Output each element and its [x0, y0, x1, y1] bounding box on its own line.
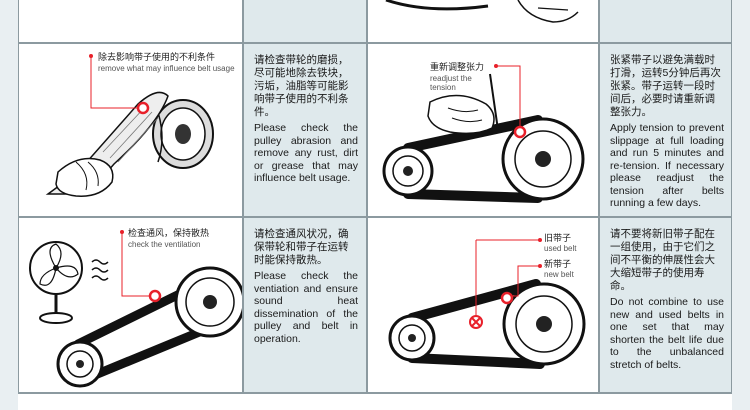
old-and-new-belt-icon — [388, 238, 586, 369]
row2-left-text-cn: 请检查通风状况，确保带轮和带子在运转时能保持散热。 — [254, 228, 349, 266]
row1-right-text-panel: 张紧带子以避免满载时打滑，运转5分钟后再次张紧。带子运转一段时间后，必要时请重新… — [600, 44, 732, 216]
top-strip-right-text — [600, 0, 732, 42]
row1-right-image: 重新调整张力 readjust the tension — [368, 44, 598, 216]
row2-right-callout2-cn: 新带子 — [544, 259, 572, 269]
row1-right-text-en: Apply tension to prevent slippage at ful… — [610, 122, 724, 209]
row1-left-text-panel: 请检查带轮的磨损，尽可能地除去铁块，污垢，油脂等可能影响带子使用的不利条件。 P… — [244, 44, 366, 216]
fan-ventilating-belt-drive-icon — [29, 230, 246, 388]
row1-left-callout-en: remove what may influence belt usage — [98, 64, 235, 73]
row2-right-image: 旧带子 used belt 新带子 new belt — [368, 218, 598, 392]
row1-left-callout-cn: 除去影响带子使用的不利条件 — [98, 52, 216, 62]
divider-v-3 — [598, 0, 600, 394]
row2-left-callout-cn: 检查通风，保持散热 — [128, 228, 210, 238]
hand-pulley-fragment-icon — [385, 0, 579, 23]
row1-left-image: 除去影响带子使用的不利条件 remove what may influence … — [18, 44, 242, 216]
row1-right-callout-cn: 重新调整张力 — [430, 62, 485, 72]
row2-right-text-panel: 请不要将新旧带子配在一组使用，由于它们之间不平衡的伸展性会大大缩短带子的使用寿命… — [600, 218, 732, 392]
row1-left-text-en: Please check the pulley abrasion and rem… — [254, 122, 358, 184]
row1-right-callout-en: readjust the tension — [430, 74, 472, 92]
row2-left-callout-en: check the ventilation — [128, 240, 201, 249]
divider-h-middle — [18, 216, 732, 218]
row2-right-callout2-en: new belt — [544, 270, 574, 279]
row2-right-callout1-cn: 旧带子 — [544, 233, 572, 243]
row2-left-text-en: Please check the ventiation and ensure s… — [254, 270, 358, 345]
hand-checking-belt-tension-icon — [382, 64, 585, 203]
row2-left-text-panel: 请检查通风状况，确保带轮和带子在运转时能保持散热。 Please check t… — [244, 218, 366, 392]
divider-h-bottom — [18, 392, 732, 394]
divider-v-2 — [366, 0, 368, 394]
row1-right-text-cn: 张紧带子以避免满载时打滑，运转5分钟后再次张紧。带子运转一段时间后，必要时请重新… — [610, 54, 721, 118]
top-strip-right-image — [368, 0, 598, 42]
row2-right-text-en: Do not combine to use new and used belts… — [610, 296, 724, 371]
maintenance-sheet: 除去影响带子使用的不利条件 remove what may influence … — [18, 0, 732, 410]
top-strip-left-text — [244, 0, 366, 42]
divider-v-right-edge — [731, 0, 732, 394]
top-strip-left-image — [18, 0, 242, 42]
row1-left-text-cn: 请检查带轮的磨损，尽可能地除去铁块，污垢，油脂等可能影响带子使用的不利条件。 — [254, 54, 349, 118]
row2-right-text-cn: 请不要将新旧带子配在一组使用，由于它们之间不平衡的伸展性会大大缩短带子的使用寿命… — [610, 228, 715, 292]
row2-right-callout1-en: used belt — [544, 244, 577, 253]
divider-v-1 — [242, 0, 244, 394]
divider-h-top — [18, 42, 732, 44]
divider-v-left-edge — [18, 0, 19, 394]
hand-wiping-pulley-icon — [45, 54, 214, 197]
row2-left-image: 检查通风，保持散热 check the ventilation — [18, 218, 246, 392]
